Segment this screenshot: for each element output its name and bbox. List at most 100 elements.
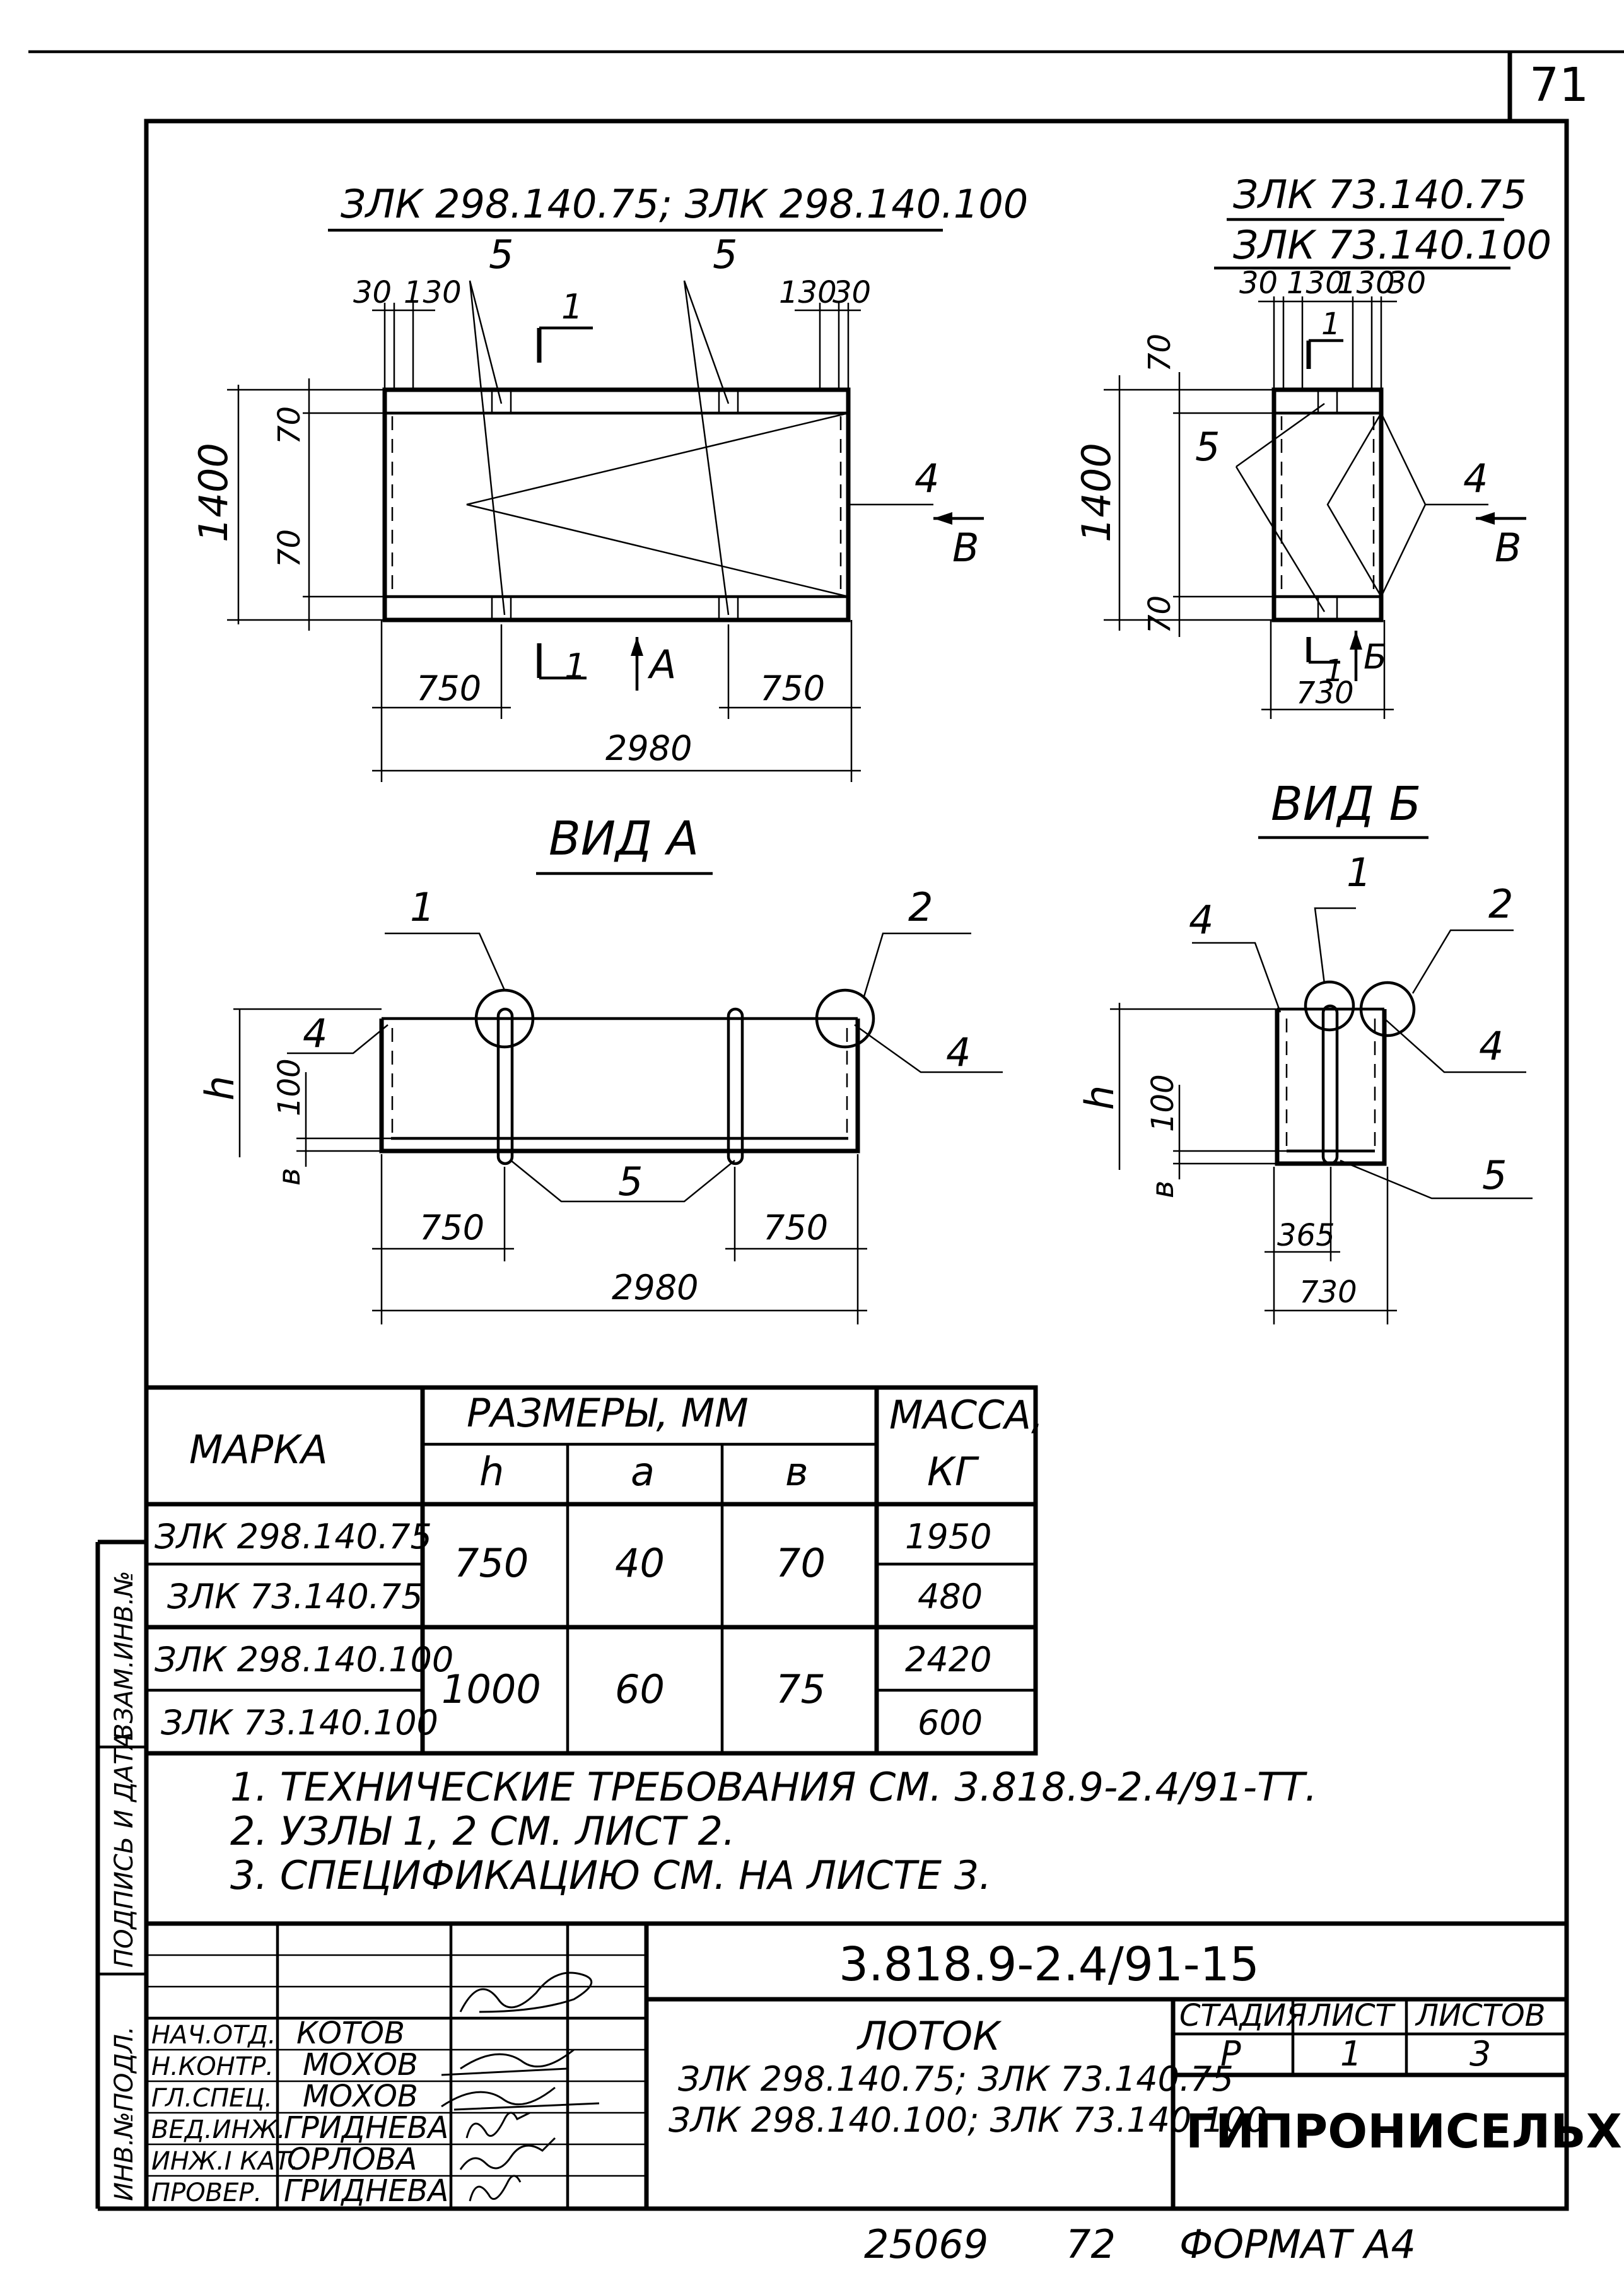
signature (469, 2175, 522, 2202)
plan-right-leader-5: 5 (1195, 424, 1220, 470)
plan-right-arrow-v: В (1495, 525, 1522, 571)
plan-left-arrow-v: В (952, 525, 979, 571)
plan-right-dim-130b: 130 (1337, 266, 1395, 301)
person-name: МОХОВ (303, 2047, 418, 2083)
stamp-vzam-inv: ВЗАМ.ИНВ.№ (110, 1571, 139, 1741)
sheet-label: ЛИСТ (1307, 1998, 1396, 2033)
table-header-mass: МАССА, (889, 1392, 1044, 1438)
table-group: ЗЛК 298.140.75 ЗЛК 73.140.75 750 40 70 1… (155, 1517, 991, 1616)
plan-left-dim-2980: 2980 (605, 728, 692, 768)
signature (441, 2086, 600, 2111)
table-group: ЗЛК 298.140.100 ЗЛК 73.140.100 1000 60 7… (155, 1640, 991, 1743)
person-role: НАЧ.ОТД. (151, 2021, 276, 2050)
view-b: ВИД Б 4 1 2 4 5 h 100 в 365 73 (1077, 777, 1533, 1324)
view-b-node-1: 1 (1347, 850, 1371, 896)
plan-left-dim-130b: 130 (779, 275, 837, 310)
bottom-page: 72 (1066, 2221, 1116, 2267)
table-cell-mark: ЗЛК 298.140.75 (155, 1517, 432, 1557)
sheet-frame: 71 (28, 50, 1624, 2211)
view-a: ВИД А 1 2 4 4 5 h 100 в (197, 812, 1003, 1324)
stage-value: Р (1220, 2034, 1241, 2074)
sheets-label: ЛИСТОВ (1415, 1998, 1546, 2033)
sheets-value: 3 (1469, 2034, 1491, 2074)
person-name: МОХОВ (303, 2079, 418, 2114)
plan-left-cut-1b: 1 (564, 646, 586, 686)
person-role: ГЛ.СПЕЦ. (151, 2084, 272, 2113)
person-role: Н.КОНТР. (151, 2052, 274, 2081)
view-a-dim-750a: 750 (419, 1208, 484, 1247)
side-stamp: ИНВ.№ПОДЛ. ПОДПИСЬ И ДАТА ВЗАМ.ИНВ.№ (95, 1539, 146, 2211)
table-cell-mass: 600 (918, 1703, 983, 1743)
marks-table: МАРКА РАЗМЕРЫ, ММ h а в МАССА, КГ ЗЛК 29… (144, 1385, 1044, 1756)
table-header-h: h (479, 1449, 504, 1495)
plan-right-dim-730: 730 (1296, 675, 1354, 711)
view-a-node-1: 1 (410, 884, 435, 930)
view-b-title: ВИД Б (1271, 777, 1421, 831)
plan-right-dim-130a: 130 (1287, 266, 1345, 301)
plan-right-title-2: ЗЛК 73.140.100 (1233, 222, 1551, 268)
table-header-mass-unit: КГ (927, 1449, 979, 1495)
plan-left-cut-1: 1 (561, 287, 583, 327)
table-header-mark: МАРКА (189, 1427, 328, 1473)
plan-left-leader-5a: 5 (489, 231, 513, 277)
view-a-title: ВИД А (549, 812, 699, 866)
plan-left-dim-30b: 30 (832, 275, 871, 310)
view-b-dim-730: 730 (1299, 1275, 1357, 1310)
view-b-node-2: 2 (1488, 881, 1513, 927)
person-role: ПРОВЕР. (151, 2178, 262, 2207)
table-cell-b: 70 (776, 1540, 826, 1586)
plan-left-dim-750b: 750 (760, 669, 825, 708)
table-cell-mark: ЗЛК 298.140.100 (155, 1640, 453, 1680)
signature (465, 2112, 530, 2139)
view-a-dim-b: в (272, 1168, 307, 1186)
view-b-label-4a: 4 (1189, 897, 1213, 943)
signatures (441, 1972, 600, 2202)
product-marks: ЗЛК 298.140.100; ЗЛК 73.140.100 (669, 2100, 1268, 2140)
notes: 1. ТЕХНИЧЕСКИЕ ТРЕБОВАНИЯ СМ. 3.818.9-2.… (230, 1764, 1317, 1898)
table-cell-mark: ЗЛК 73.140.100 (161, 1703, 438, 1743)
plan-left-dim-70b: 70 (272, 529, 307, 568)
signature (441, 2048, 575, 2076)
plan-right-arrow-b: Б (1364, 637, 1387, 677)
table-cell-b: 75 (776, 1666, 826, 1712)
view-a-label-4b: 4 (946, 1029, 971, 1075)
stamp-inv-orig: ИНВ.№ПОДЛ. (110, 2026, 139, 2201)
view-b-dim-100: 100 (1145, 1074, 1181, 1132)
signature (459, 1972, 593, 2013)
person-name: ГРИДНЕВА (284, 2173, 448, 2209)
person-name: ОРЛОВА (287, 2142, 417, 2177)
signature (459, 2137, 556, 2170)
plan-left-arrow-a: А (647, 641, 676, 687)
table-cell-h: 1000 (441, 1666, 541, 1712)
bottom-number: 25069 (864, 2221, 988, 2267)
stamp-sign-date: ПОДПИСЬ И ДАТА (110, 1732, 139, 1968)
person-role: ВЕД.ИНЖ. (151, 2115, 285, 2144)
product-name: ЛОТОК (856, 2013, 1002, 2059)
plan-right-dim-70b: 70 (1142, 595, 1177, 634)
table-cell-a: 40 (615, 1540, 665, 1586)
page-number: 71 (1529, 58, 1589, 112)
sheet-value: 1 (1340, 2034, 1362, 2074)
plan-right-dim-70a: 70 (1142, 334, 1177, 372)
view-b-dim-b: в (1145, 1181, 1181, 1198)
view-a-dim-100: 100 (272, 1058, 307, 1116)
view-a-dim-h: h (197, 1076, 243, 1101)
plan-right-cut-1b: 1 (1324, 653, 1344, 689)
table-cell-h: 750 (454, 1540, 529, 1586)
plan-left-dim-70a: 70 (272, 406, 307, 445)
plan-left-title: ЗЛК 298.140.75; ЗЛК 298.140.100 (341, 181, 1028, 227)
plan-left-dim-130a: 130 (404, 275, 462, 310)
plan-right-dim-30a: 30 (1239, 266, 1278, 301)
plan-left-dim-750a: 750 (416, 669, 481, 708)
table-cell-mass: 2420 (905, 1640, 991, 1680)
view-a-dim-2980: 2980 (612, 1268, 698, 1307)
table-header-dims: РАЗМЕРЫ, ММ (467, 1390, 749, 1436)
table-header-a: а (631, 1449, 655, 1495)
plan-left-dim-1400: 1400 (190, 443, 237, 542)
note-line: 3. СПЕЦИФИКАЦИЮ СМ. НА ЛИСТЕ 3. (230, 1852, 991, 1898)
view-a-dim-750b: 750 (763, 1208, 828, 1247)
person-role: ИНЖ.I КАТ. (151, 2147, 298, 2176)
table-cell-mass: 480 (918, 1577, 983, 1616)
doc-code: 3.818.9-2.4/91-15 (839, 1937, 1259, 1992)
